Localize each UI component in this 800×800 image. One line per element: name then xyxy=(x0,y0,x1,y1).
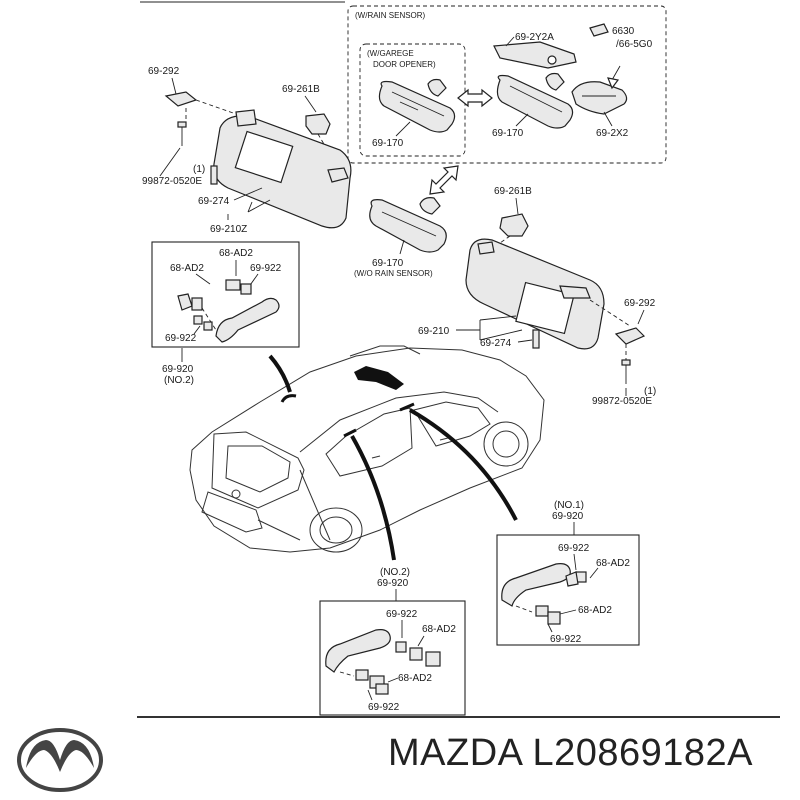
handle-cap-c1 xyxy=(395,641,441,667)
assist-handle-box-no2-lower xyxy=(319,600,466,716)
label-69-292-right: 69-292 xyxy=(624,298,656,309)
label-68-AD2-bottom-c: 68-AD2 xyxy=(398,673,432,684)
handle-cap-a2 xyxy=(177,293,203,311)
label-no1-b: (NO.1) xyxy=(554,500,584,511)
label-1-left: (1) xyxy=(193,164,205,175)
label-68-AD2-left: 68-AD2 xyxy=(170,263,204,274)
assist-handle-box-no1 xyxy=(496,534,640,646)
screw-right xyxy=(621,359,631,384)
label-68-AD2-bottom-b: 68-AD2 xyxy=(578,605,612,616)
label-66-5G0: /66-5G0 xyxy=(616,39,653,50)
label-69-170-rain: 69-170 xyxy=(492,128,524,139)
label-69-170-garage: 69-170 xyxy=(372,138,404,149)
rearview-mirror-center xyxy=(369,197,447,253)
sun-visor-right xyxy=(465,238,605,350)
bulb-right xyxy=(532,329,540,349)
handle-mark-left xyxy=(343,428,357,438)
label-69-170-wo: 69-170 xyxy=(372,258,404,269)
bulb-left xyxy=(210,165,218,185)
label-69-2X2: 69-2X2 xyxy=(596,128,629,139)
handle-cap-b1 xyxy=(565,571,587,587)
label-69-261B-left: 69-261B xyxy=(282,84,320,95)
car-illustration xyxy=(189,345,545,553)
label-69-210Z: 69-210Z xyxy=(210,224,247,235)
rain-sensor-box-label: (W/RAIN SENSOR) xyxy=(355,11,426,20)
double-arrow-icon xyxy=(457,88,493,108)
label-69-2Y2A: 69-2Y2A xyxy=(515,32,554,43)
label-69-922-top-c: 69-922 xyxy=(386,609,418,620)
screw-left xyxy=(177,121,187,146)
footer-divider xyxy=(137,716,780,718)
label-no2-c: (NO.2) xyxy=(380,567,410,578)
label-69-922-top-b: 69-922 xyxy=(558,543,590,554)
part-number: L20869182A xyxy=(532,732,754,774)
rain-sensor-box xyxy=(347,5,667,164)
visor-hook-right xyxy=(614,327,646,345)
label-69-292-left: 69-292 xyxy=(148,66,180,77)
roof-console-mark xyxy=(354,366,404,390)
rain-sensor-rearview-mirror xyxy=(496,72,574,129)
garage-box-label-2: DOOR OPENER) xyxy=(373,60,436,69)
label-69-922-bottom-c: 69-922 xyxy=(368,702,400,713)
label-69-920-b: 69-920 xyxy=(552,511,584,522)
garage-rearview-mirror xyxy=(378,78,456,133)
label-69-274-left: 69-274 xyxy=(198,196,230,207)
label-68-AD2-top-b: 68-AD2 xyxy=(596,558,630,569)
leader-to-box-a xyxy=(268,354,292,393)
garage-box-label-1: (W/GAREGE xyxy=(367,49,414,58)
handle-cap-b2 xyxy=(535,605,561,625)
sun-visor-left xyxy=(213,109,352,229)
mazda-logo-icon xyxy=(17,728,103,792)
label-69-920-a: 69-920 xyxy=(162,364,194,375)
handle-mark-rear xyxy=(280,394,297,403)
assist-handle-box-no2-upper xyxy=(151,241,300,348)
label-69-922-bottom-b: 69-922 xyxy=(550,634,582,645)
label-69-922-bottom-a: 69-922 xyxy=(165,333,197,344)
leader-to-box-c xyxy=(350,435,396,561)
label-68-AD2-top: 68-AD2 xyxy=(219,248,253,259)
label-no2-a: (NO.2) xyxy=(164,375,194,386)
assist-handle-b xyxy=(501,563,571,607)
label-68-AD2-top-c: 68-AD2 xyxy=(422,624,456,635)
label-69-922-right-a: 69-922 xyxy=(250,263,282,274)
label-99872-right: 99872-0520E xyxy=(592,396,652,407)
leader-to-box-b xyxy=(409,408,518,521)
visor-hook-left xyxy=(164,91,198,107)
brand-name: MAZDA xyxy=(388,732,522,774)
assist-handle-c xyxy=(325,629,391,673)
part-number-title: MAZDA L20869182A xyxy=(388,732,753,775)
sensor-cover xyxy=(571,81,628,115)
visor-clip-left xyxy=(305,113,331,135)
handle-cap-a1 xyxy=(225,279,252,295)
label-99872-left: 99872-0520E xyxy=(142,176,202,187)
label-wo-rain-sensor: (W/O RAIN SENSOR) xyxy=(354,269,433,278)
mirror-cover xyxy=(493,41,577,69)
label-69-274-right: 69-274 xyxy=(480,338,512,349)
rain-sensor-module xyxy=(589,23,609,37)
label-69-210: 69-210 xyxy=(418,326,450,337)
label-1-right: (1) xyxy=(644,386,656,397)
visor-clip-right xyxy=(499,213,529,237)
assist-handle-a xyxy=(215,297,280,343)
handle-cap-c2 xyxy=(355,669,389,695)
label-69-920-c: 69-920 xyxy=(377,578,409,589)
double-arrow-diagonal-icon xyxy=(429,165,459,195)
label-6630: 6630 xyxy=(612,26,635,37)
label-69-261B-right: 69-261B xyxy=(494,186,532,197)
handle-mark-right xyxy=(399,402,415,412)
